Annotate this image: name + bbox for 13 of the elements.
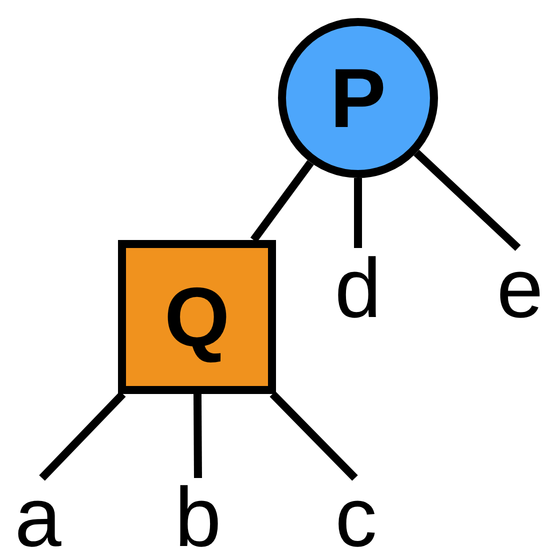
connector-line	[414, 150, 521, 251]
node-label: a	[8, 478, 68, 556]
circle-node: P	[278, 18, 438, 178]
connector-line	[270, 391, 358, 481]
connector-line	[193, 394, 202, 478]
connector-line	[250, 160, 314, 242]
node-label: c	[328, 478, 384, 556]
connector-line	[354, 178, 362, 248]
node-label: d	[330, 248, 386, 328]
node-label: b	[170, 478, 226, 556]
connector-line	[39, 391, 126, 481]
node-label: e	[495, 248, 545, 328]
square-node: Q	[118, 240, 276, 394]
